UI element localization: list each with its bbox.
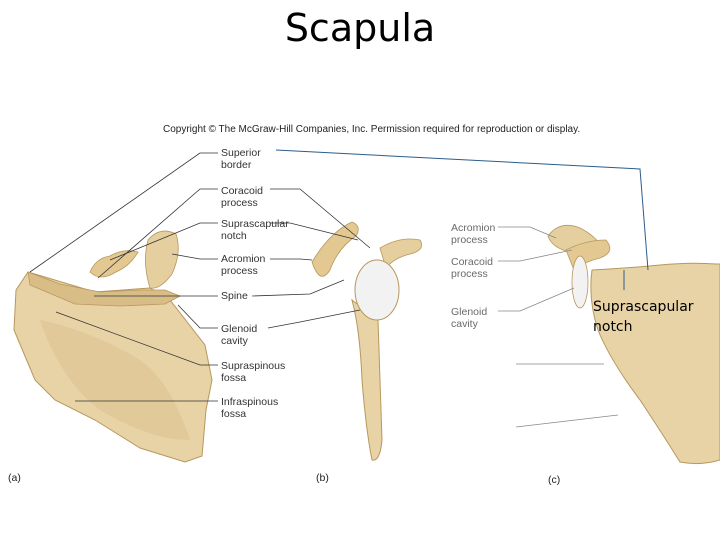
- label-spine: Spine: [221, 290, 248, 302]
- annotation-line: [275, 149, 649, 271]
- scapula-posterior-view: [13, 230, 213, 463]
- label-glenoid-cavity: Glenoid cavity: [221, 323, 258, 347]
- scapula-body-b: [351, 298, 383, 461]
- annotation-suprascapular-notch: Suprascapular notch: [593, 299, 694, 335]
- scapula-body-c: [590, 262, 720, 465]
- label-glenoid-cavity-c: Glenoid cavity: [451, 306, 488, 330]
- label-suprascapular-notch: Suprascapular notch: [221, 218, 289, 242]
- label-acromion-process: Acromion process: [221, 253, 266, 277]
- scapula-anterior-view: [547, 224, 720, 465]
- leader-lines-right: [498, 226, 619, 428]
- label-infraspinous-fossa: Infraspinous fossa: [221, 396, 279, 420]
- label-supraspinous-fossa: Supraspinous fossa: [221, 360, 286, 384]
- infraspinous-shade: [40, 320, 190, 440]
- label-superior-border: Superior border: [221, 147, 261, 171]
- copyright-notice: Copyright © The McGraw-Hill Companies, I…: [163, 124, 581, 135]
- glenoid-cavity-b: [354, 259, 400, 321]
- panel-label-c: (c): [548, 474, 561, 486]
- acromion-a: [145, 230, 179, 289]
- label-coracoid-process: Coracoid process: [221, 185, 264, 209]
- panel-label-a: (a): [8, 472, 21, 484]
- acromion-b: [379, 238, 423, 269]
- label-coracoid-process-c: Coracoid process: [451, 256, 494, 280]
- glenoid-cavity-c: [571, 255, 589, 309]
- panel-label-b: (b): [316, 472, 329, 484]
- slide-title: Scapula: [284, 6, 436, 50]
- scapula-lateral-view: [311, 221, 423, 461]
- label-acromion-process-c: Acromion process: [451, 222, 496, 246]
- leader-lines: [29, 152, 371, 402]
